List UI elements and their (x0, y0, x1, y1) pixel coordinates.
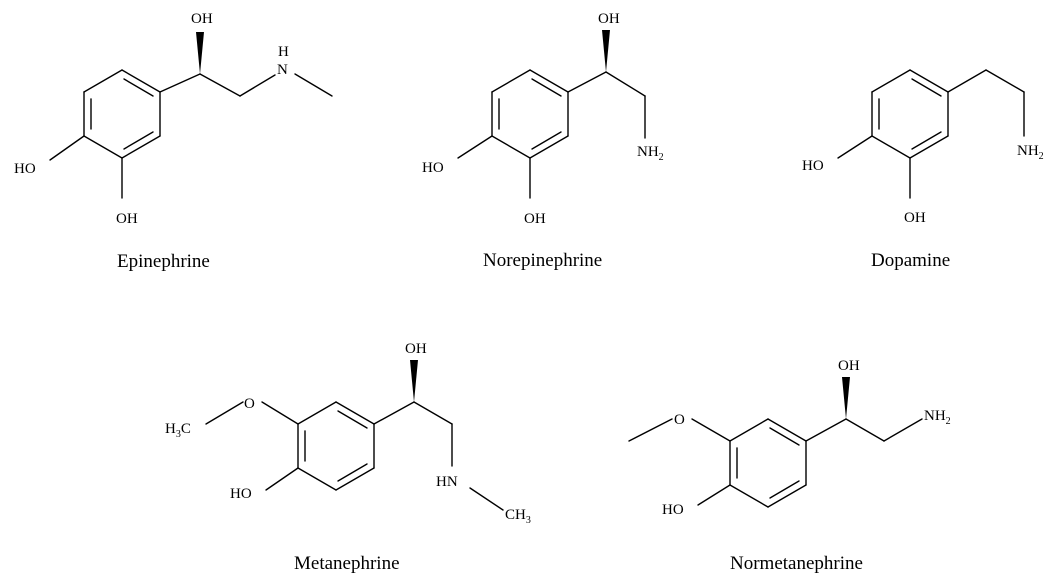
oh-top-label: OH (598, 11, 620, 27)
nh2-label: NH2 (1017, 143, 1044, 162)
nh-h-label: H (278, 44, 289, 60)
h3c-label: H3C (165, 421, 191, 440)
ho-left-label: HO (662, 502, 684, 518)
molecule-epinephrine: OH H N HO OH Epinephrine (14, 11, 333, 272)
nh-n-label: N (277, 62, 288, 78)
stereo-wedge (410, 360, 418, 402)
nh2-label: NH2 (924, 408, 951, 427)
ho-left-label: HO (14, 161, 36, 177)
ho-left-label: HO (802, 158, 824, 174)
stereo-wedge (842, 377, 850, 419)
compound-name: Norepinephrine (483, 250, 602, 271)
benzene-ring (729, 418, 807, 508)
compound-name: Normetanephrine (730, 553, 863, 574)
ho-left-label: HO (230, 486, 252, 502)
molecule-normetanephrine: OH O HO NH2 Normetanephrine (628, 358, 951, 574)
molecule-dopamine: HO OH NH2 Dopamine (802, 69, 1044, 271)
oh-bottom-label: OH (904, 210, 926, 226)
oh-bottom-label: OH (116, 211, 138, 227)
methoxy-o-label: O (674, 412, 685, 428)
oh-top-label: OH (405, 341, 427, 357)
oh-bottom-label: OH (524, 211, 546, 227)
benzene-ring (871, 69, 949, 159)
ho-left-label: HO (422, 160, 444, 176)
benzene-ring (297, 401, 375, 491)
methoxy-o-label: O (244, 396, 255, 412)
oh-top-label: OH (191, 11, 213, 27)
hn-label: HN (436, 474, 458, 490)
molecule-metanephrine: OH O H3C HO HN CH3 Metanephrine (165, 341, 531, 574)
benzene-ring (83, 69, 161, 159)
stereo-wedge (602, 30, 610, 72)
stereo-wedge (196, 32, 204, 74)
nh2-label: NH2 (637, 144, 664, 163)
oh-top-label: OH (838, 358, 860, 374)
molecule-norepinephrine: OH HO OH NH2 Norepinephrine (422, 11, 664, 271)
compound-name: Dopamine (871, 250, 950, 271)
ch3-label: CH3 (505, 507, 531, 526)
benzene-ring (491, 69, 569, 159)
compound-name: Epinephrine (117, 251, 210, 272)
compound-name: Metanephrine (294, 553, 400, 574)
